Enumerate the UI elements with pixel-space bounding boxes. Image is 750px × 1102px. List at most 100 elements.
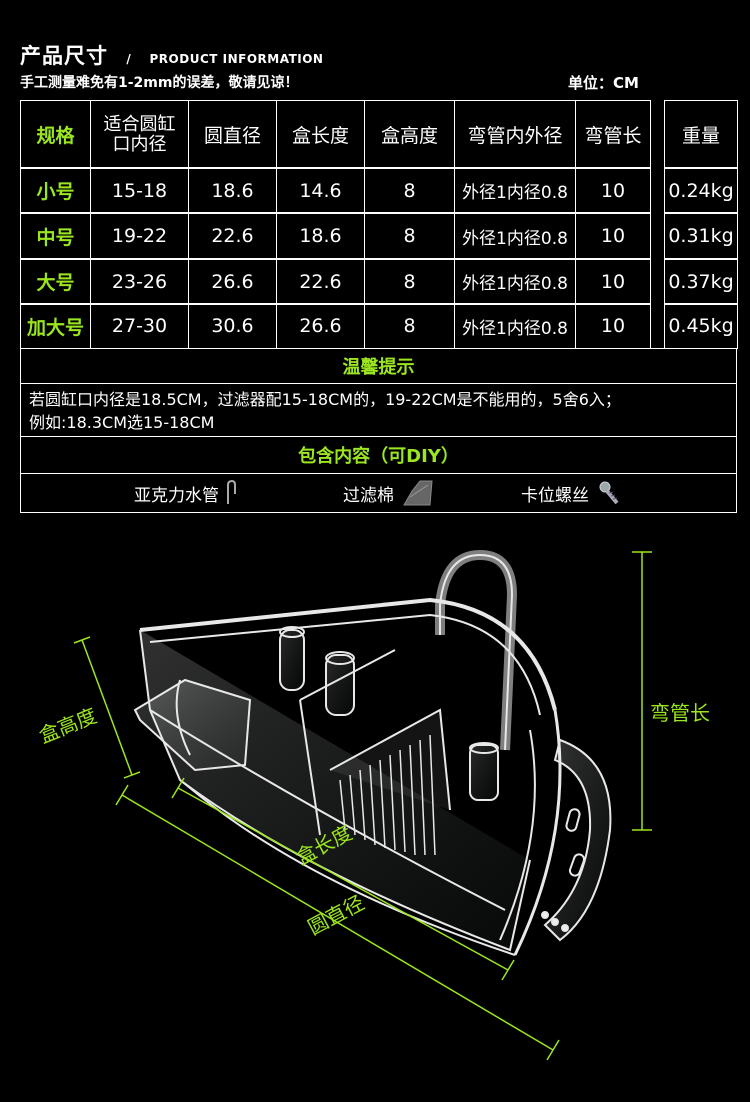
header-cell-spec: 规格 [20, 100, 91, 169]
tips-title-text: 温馨提示 [342, 357, 415, 378]
header-cell-bowl-inner-diameter: 适合圆缸口内径 [90, 100, 189, 169]
table-cell-3-bowl-inner-diameter: 27-30 [90, 303, 189, 349]
table-cell-1-bowl-inner-diameter: 19-22 [90, 212, 189, 260]
table-cell-3-box-length: 26.6 [276, 303, 365, 349]
table-cell-0-circle-diameter: 18.6 [188, 167, 277, 214]
table-cell-0-pipe-diameter: 外径1内径0.8 [454, 167, 576, 214]
tips-line-2: 例如:18.3CM选15-18CM [29, 413, 215, 432]
header-cell-pipe-length: 弯管长 [575, 100, 651, 169]
table-cell-2-circle-diameter-text: 26.6 [211, 270, 254, 293]
unit-label: 单位：CM [568, 74, 639, 92]
header-cell-weight-text: 重量 [681, 125, 720, 147]
header-cell-circle-diameter-text: 圆直径 [203, 125, 261, 147]
dim-label-pipe-length: 弯管长 [650, 701, 710, 725]
page-title: 产品尺寸 / PRODUCT INFORMATION [20, 40, 323, 70]
contents-title-text: 包含内容（可DIY） [298, 446, 459, 467]
table-cell-0-box-length: 14.6 [276, 167, 365, 214]
screw-icon [599, 481, 619, 505]
content-item-screw: 卡位螺丝 [521, 474, 621, 512]
table-cell-0-pipe-length: 10 [575, 167, 651, 214]
table-cell-2-box-length-text: 22.6 [299, 270, 342, 293]
title-text: 产品尺寸 [20, 44, 108, 68]
table-cell-1-circle-diameter: 22.6 [188, 212, 277, 260]
table-cell-2-pipe-length: 10 [575, 258, 651, 305]
product-photo [73, 549, 652, 1061]
measurement-note: 手工测量难免有1-2mm的误差，敬请见谅！ [20, 75, 299, 91]
header-cell-box-length: 盒长度 [276, 100, 365, 169]
table-cell-2-bowl-inner-diameter-text: 23-26 [111, 270, 168, 293]
table-cell-1-bowl-inner-diameter-text: 19-22 [111, 225, 168, 247]
table-cell-2-pipe-diameter: 外径1内径0.8 [454, 258, 576, 305]
tips-line-1: 若圆缸口内径是18.5CM，过滤器配15-18CM的，19-22CM是不能用的，… [29, 390, 621, 409]
content-item-screw-label: 卡位螺丝 [521, 485, 589, 506]
contents-title: 包含内容（可DIY） [20, 436, 737, 474]
title-subtitle: PRODUCT INFORMATION [149, 52, 324, 66]
row-label-2: 大号 [20, 258, 91, 305]
filter-box-illustration [133, 549, 612, 956]
table-cell-3-pipe-length: 10 [575, 303, 651, 349]
table-cell-1-pipe-diameter: 外径1内径0.8 [454, 212, 576, 260]
table-cell-2-box-height: 8 [364, 258, 455, 305]
table-cell-1-box-height-text: 8 [403, 225, 416, 247]
table-cell-0-box-height-text: 8 [403, 179, 416, 202]
table-cell-1-box-height: 8 [364, 212, 455, 260]
row-label-2-text: 大号 [36, 272, 75, 294]
table-cell-0-bowl-inner-diameter: 15-18 [90, 167, 189, 214]
header-cell-weight: 重量 [664, 100, 738, 169]
row-label-0-text: 小号 [36, 181, 75, 203]
table-cell-3-box-length-text: 26.6 [299, 315, 342, 337]
table-cell-0-circle-diameter-text: 18.6 [211, 179, 254, 202]
table-cell-3-pipe-diameter: 外径1内径0.8 [454, 303, 576, 349]
table-cell-0-box-length-text: 14.6 [299, 179, 342, 202]
table-cell-0-bowl-inner-diameter-text: 15-18 [111, 179, 168, 202]
tips-box: 若圆缸口内径是18.5CM，过滤器配15-18CM的，19-22CM是不能用的，… [20, 383, 737, 437]
table-cell-1-circle-diameter-text: 22.6 [211, 225, 254, 247]
table-cell-1-box-length-text: 18.6 [299, 225, 342, 247]
table-cell-3-bowl-inner-diameter-text: 27-30 [111, 315, 168, 337]
table-cell-2-weight: 0.37kg [664, 258, 738, 305]
table-cell-0-pipe-diameter-text: 外径1内径0.8 [462, 183, 568, 203]
table-cell-2-circle-diameter: 26.6 [188, 258, 277, 305]
contents-row: 亚克力水管 过滤棉 卡位螺丝 [20, 473, 737, 513]
table-cell-3-pipe-length-text: 10 [600, 315, 626, 337]
table-cell-0-pipe-length-text: 10 [600, 179, 626, 202]
table-cell-2-weight-text: 0.37kg [668, 270, 734, 293]
table-cell-3-pipe-diameter-text: 外径1内径0.8 [462, 318, 568, 339]
table-cell-3-box-height: 8 [364, 303, 455, 349]
table-cell-3-weight-text: 0.45kg [668, 315, 734, 337]
table-cell-1-pipe-length: 10 [575, 212, 651, 260]
sponge-icon [403, 480, 433, 506]
row-label-1-text: 中号 [36, 226, 75, 249]
table-cell-0-box-height: 8 [364, 167, 455, 214]
header-cell-pipe-diameter: 弯管内外径 [454, 100, 576, 169]
circle-diameter-line [121, 794, 554, 1051]
tips-title: 温馨提示 [20, 348, 737, 384]
header-cell-pipe-diameter-text: 弯管内外径 [467, 125, 563, 147]
table-cell-0-weight-text: 0.24kg [668, 179, 734, 202]
header-cell-circle-diameter: 圆直径 [188, 100, 277, 169]
table-cell-1-box-length: 18.6 [276, 212, 365, 260]
header-cell-bowl-inner-diameter-text: 适合圆缸口内径 [103, 113, 176, 155]
table-cell-1-pipe-diameter-text: 外径1内径0.8 [462, 228, 568, 249]
header-cell-box-height-text: 盒高度 [380, 125, 438, 147]
table-cell-1-weight: 0.31kg [664, 212, 738, 260]
table-cell-1-weight-text: 0.31kg [668, 225, 734, 247]
table-cell-2-pipe-length-text: 10 [600, 270, 626, 293]
header-cell-spec-text: 规格 [36, 125, 75, 147]
row-label-3-text: 加大号 [26, 316, 84, 339]
header-cell-pipe-length-text: 弯管长 [584, 125, 642, 147]
dimension-lines [73, 551, 652, 1061]
content-item-pipe: 亚克力水管 [134, 474, 237, 512]
content-item-pipe-label: 亚克力水管 [134, 485, 219, 506]
table-cell-3-box-height-text: 8 [403, 315, 416, 337]
pipe-icon [227, 480, 236, 504]
table-cell-1-pipe-length-text: 10 [600, 225, 626, 247]
table-cell-3-circle-diameter-text: 30.6 [211, 315, 254, 337]
table-cell-2-bowl-inner-diameter: 23-26 [90, 258, 189, 305]
box-height-line [81, 639, 133, 776]
table-cell-2-box-height-text: 8 [403, 270, 416, 293]
row-label-0: 小号 [20, 167, 91, 214]
header-cell-box-length-text: 盒长度 [291, 125, 349, 147]
row-label-3: 加大号 [20, 303, 91, 349]
table-cell-3-circle-diameter: 30.6 [188, 303, 277, 349]
